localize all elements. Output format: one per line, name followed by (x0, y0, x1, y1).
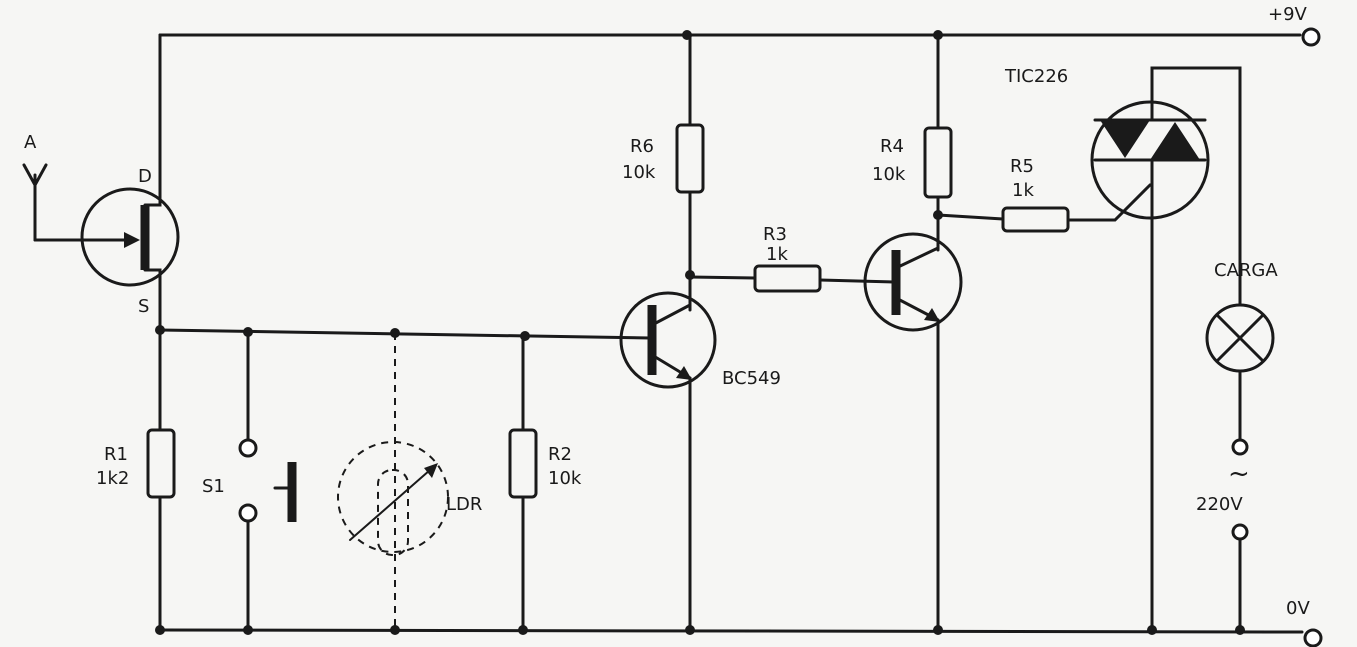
lamp-load (1205, 303, 1275, 442)
source-label: S (138, 296, 149, 317)
ground-label: 0V (1286, 598, 1310, 619)
resistor-r4 (923, 126, 953, 199)
switch-s1 (238, 330, 297, 635)
ground-terminal (1303, 628, 1323, 647)
jfet (22, 33, 180, 332)
transistor-bc549-1 (619, 291, 717, 389)
mains-label: 220V (1196, 494, 1243, 515)
supply-terminal (1301, 27, 1321, 47)
r5-name: R5 (1010, 156, 1034, 177)
r2-name: R2 (548, 444, 572, 465)
mains-terminal-2 (1231, 523, 1249, 541)
r4-value: 10k (872, 164, 906, 185)
supply-label: +9V (1268, 4, 1308, 25)
r5-value: 1k (1012, 180, 1034, 201)
drain-label: D (138, 166, 152, 187)
triac-label: TIC226 (1004, 66, 1068, 87)
transistor-bc549-2 (863, 232, 963, 332)
resistor-r6 (675, 123, 705, 194)
r6-value: 10k (622, 162, 656, 183)
resistor-r3 (753, 264, 822, 293)
mains-terminal-1 (1231, 438, 1249, 456)
transistor-label: BC549 (722, 368, 781, 389)
resistor-r1 (146, 428, 176, 499)
ldr-label: LDR (446, 494, 482, 515)
r1-name: R1 (104, 444, 128, 465)
r1-value: 1k2 (96, 468, 129, 489)
resistor-r5 (1001, 206, 1070, 233)
ac-symbol: ~ (1228, 459, 1250, 489)
antenna-icon (22, 163, 48, 189)
r4-name: R4 (880, 136, 904, 157)
ldr (337, 333, 449, 635)
r2-value: 10k (548, 468, 582, 489)
load-label: CARGA (1214, 260, 1278, 281)
r6-name: R6 (630, 136, 654, 157)
ground-rail (158, 628, 1304, 634)
resistor-r2 (508, 428, 538, 499)
triac-tic226 (1090, 66, 1242, 635)
r3-name: R3 (763, 224, 787, 245)
r3-value: 1k (766, 244, 788, 265)
s1-label: S1 (202, 476, 225, 497)
antenna-label: A (24, 132, 37, 153)
